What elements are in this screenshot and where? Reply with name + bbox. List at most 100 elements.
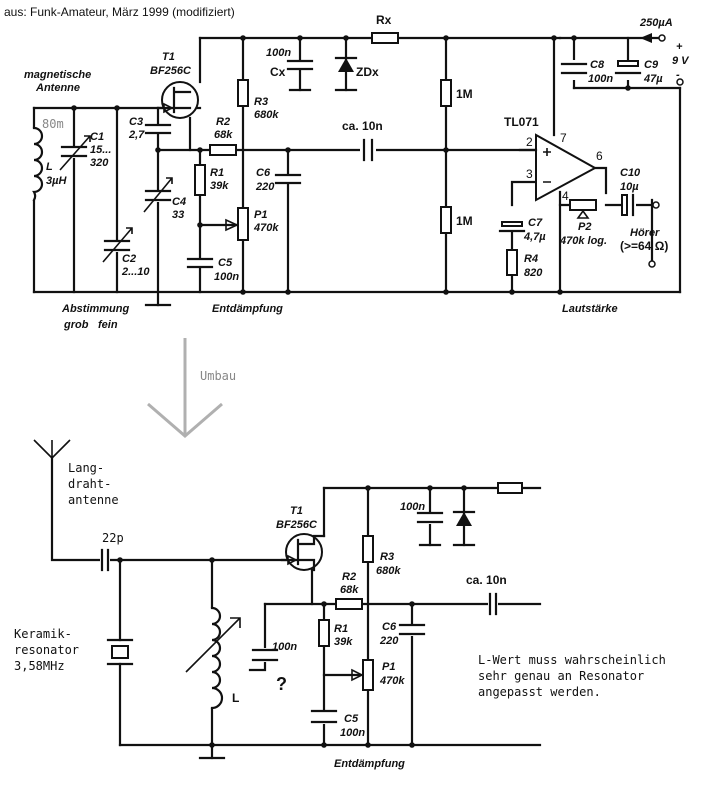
C9-value: 47µ [643,73,663,85]
bottom-T1-transistor [280,533,326,572]
hoerer-terminal-1 [652,201,660,209]
top-wiring [32,36,682,307]
R2-label: R2 [216,116,230,128]
note-line-2: sehr genau an Resonator [478,669,644,683]
R1M-a-label: 1M [456,87,473,101]
ZD-label: ZDx [356,65,379,79]
bottom-R3-resistor [362,535,374,563]
bottom-antenna-1: Lang- [68,461,104,475]
hoerer-impedance: (>=64 Ω) [620,239,668,253]
R1-value: 39k [210,180,229,192]
bottom-top-capacitor [416,511,444,547]
C5-capacitor [186,257,214,269]
R1M-b-label: 1M [456,214,473,228]
Cx-capacitor [286,59,314,92]
bottom-R3-label: R3 [380,551,394,563]
arrow-label: Umbau [200,369,236,383]
P2-potentiometer [569,199,597,211]
bottom-C5-capacitor [310,709,338,724]
L-value: 3µH [46,175,67,187]
bottom-coupling-label: ca. 10n [466,573,507,587]
bottom-coupling-capacitor [488,592,498,616]
supply-label: 9 V [672,55,690,67]
question-mark: ? [276,674,287,694]
bottom-C6-value: 220 [379,635,399,647]
C1-capacitor [59,135,91,171]
bottom-antenna-2: draht- [68,477,111,491]
footer-abstimmung: Abstimmung [61,303,130,315]
current-label: 250µA [639,17,673,29]
bottom-C6-capacitor [398,623,426,636]
C4-label: C4 [172,196,186,208]
tap-cap-label: 100n [272,641,297,653]
bottom-P1-value: 470k [379,675,405,687]
R1-label: R1 [210,167,224,179]
Rx-label: Rx [376,13,392,27]
minus-label: - [676,69,680,81]
pin-4: 4 [562,189,569,203]
R4-label: R4 [524,253,538,265]
bottom-L-label: L [232,691,239,705]
coupling-label: ca. 10n [342,119,383,133]
C7-label: C7 [528,217,543,229]
plus-label: + [676,41,683,53]
Rx-resistor [371,32,399,44]
C1-label: C1 [90,131,104,143]
resonator-label-2: resonator [14,643,79,657]
resonator-label-1: Keramik- [14,627,72,641]
P2-label: P2 [578,221,591,233]
source-caption: aus: Funk-Amateur, März 1999 (modifizier… [4,5,235,19]
transition-arrow-icon [147,338,223,438]
R1M-a [440,79,452,107]
antenna-label-2: Antenne [35,82,80,94]
note-line-3: angepasst werden. [478,685,601,699]
C1-max: 320 [90,157,109,169]
bottom-C5-label: C5 [344,713,359,725]
hoerer-label: Hörer [630,227,660,239]
bottom-R2-label: R2 [342,571,356,583]
top-coil-L [26,126,44,202]
input-cap-label: 22p [102,531,124,545]
C2-label: C2 [122,253,136,265]
bottom-R2-value: 68k [340,584,359,596]
bottom-C5-value: 100n [340,727,365,739]
pin-2: 2 [526,135,533,149]
C7-capacitor [498,221,526,233]
bottom-C6-label: C6 [382,621,397,633]
C9-label: C9 [644,59,659,71]
footer-grob: grob [63,319,89,331]
Cx-value: 100n [266,47,291,59]
C6-capacitor [274,173,302,185]
bottom-zener-diode [452,510,476,547]
R3-label: R3 [254,96,268,108]
bottom-R2-resistor [335,598,363,610]
pin-6: 6 [596,149,603,163]
pin-3: 3 [526,167,533,181]
P1-value: 470k [253,222,279,234]
bottom-Rx-resistor [497,482,523,494]
coupling-capacitor [360,138,376,162]
current-arrow-icon [640,33,652,43]
bottom-wiring [50,456,542,760]
C7-value: 4,7µ [523,231,546,243]
note-line-1: L-Wert muss wahrscheinlich [478,653,666,667]
R4-resistor [506,249,518,276]
C5-label: C5 [218,257,233,269]
R4-value: 820 [524,267,543,279]
C6-value: 220 [255,181,275,193]
footer-lautstaerke: Lautstärke [562,303,618,315]
C8-capacitor [560,60,588,80]
C8-value: 100n [588,73,613,85]
Cx-label: Cx [270,65,286,79]
top-junctions [71,35,631,295]
T1-type: BF256C [150,65,192,77]
variable-coil-L [185,606,241,710]
bottom-footer-entdaempfung: Entdämpfung [334,758,405,770]
resonator-label-3: 3,58MHz [14,659,65,673]
bottom-antenna-3: antenne [68,493,119,507]
footer-fein: fein [98,319,118,331]
input-capacitor [100,548,110,572]
L-label: L [46,161,53,173]
R1-resistor [194,164,206,196]
